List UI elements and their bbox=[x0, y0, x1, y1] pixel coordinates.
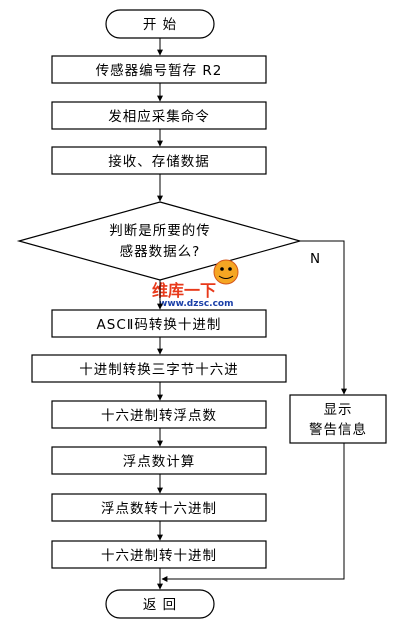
process-box-send-command: 发相应采集命令 bbox=[51, 101, 267, 130]
process-box-hex-to-decimal: 十六进制转十进制 bbox=[51, 540, 267, 569]
watermark-url: www.dzsc.com bbox=[159, 299, 233, 309]
process-label: 十进制转换三字节十六进 bbox=[79, 362, 239, 378]
process-label: ASCⅡ码转换十进制 bbox=[97, 317, 222, 333]
process-label: 发相应采集命令 bbox=[108, 108, 210, 125]
alarm-line-2: 警告信息 bbox=[309, 421, 367, 438]
process-box-receive-store: 接收、存储数据 bbox=[51, 146, 267, 175]
watermark-logo: 维库一下 www.dzsc.com bbox=[152, 259, 239, 309]
process-box-float-calc: 浮点数计算 bbox=[51, 446, 267, 475]
process-box-hex-to-float: 十六进制转浮点数 bbox=[51, 400, 267, 429]
process-box-store-sensor-id: 传感器编号暂存 R2 bbox=[51, 55, 267, 84]
watermark-logo-text: 维库一下 bbox=[152, 281, 216, 300]
end-label: 返 回 bbox=[143, 597, 177, 613]
process-box-float-to-hex: 浮点数转十六进制 bbox=[51, 493, 267, 522]
alarm-line-1: 显示 bbox=[324, 402, 353, 418]
end-terminator: 返 回 bbox=[105, 589, 215, 619]
decision-line-1: 判断是所要的传 bbox=[109, 223, 211, 239]
start-label: 开 始 bbox=[143, 17, 177, 33]
process-box-decimal-to-hex3: 十进制转换三字节十六进 bbox=[31, 354, 287, 383]
start-terminator: 开 始 bbox=[105, 9, 215, 39]
process-label: 传感器编号暂存 R2 bbox=[96, 62, 223, 79]
process-box-show-alarm: 显示 警告信息 bbox=[289, 394, 387, 444]
process-label: 浮点数转十六进制 bbox=[101, 501, 217, 517]
alarm-return-line bbox=[161, 443, 345, 582]
mascot-icon bbox=[213, 259, 239, 285]
process-label: 浮点数计算 bbox=[123, 454, 196, 470]
process-label: 十六进制转十进制 bbox=[101, 548, 217, 564]
no-branch-line bbox=[300, 240, 347, 395]
decision-diamond: 判断是所要的传 感器数据么? bbox=[16, 201, 303, 281]
process-box-ascii-to-decimal: ASCⅡ码转换十进制 bbox=[51, 309, 267, 338]
process-label: 十六进制转浮点数 bbox=[101, 408, 217, 424]
no-branch-label: N bbox=[310, 251, 321, 267]
process-label: 接收、存储数据 bbox=[108, 153, 210, 170]
decision-line-2: 感器数据么? bbox=[120, 243, 201, 260]
